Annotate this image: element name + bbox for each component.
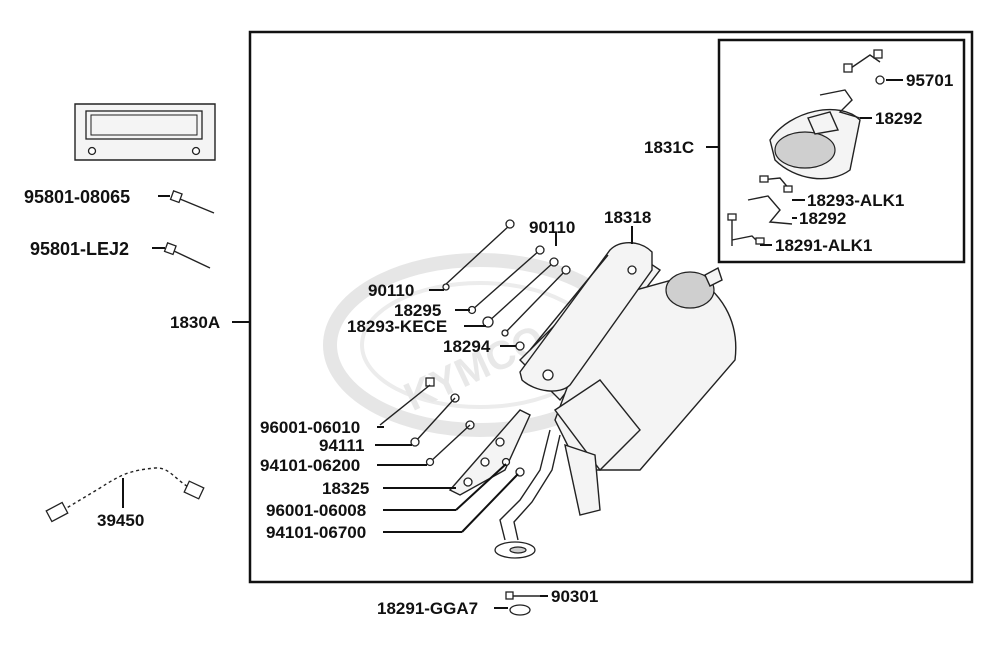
label-18294: 18294: [443, 337, 491, 356]
bolt-95801-08065: [169, 190, 215, 214]
label-18293-kece: 18293-KECE: [347, 317, 447, 336]
lower-fasteners: [379, 377, 525, 477]
label-90301: 90301: [551, 587, 598, 606]
main-assembly-frame: [248, 30, 974, 584]
label-95801-lej2: 95801-LEJ2: [30, 239, 129, 259]
label-96001-06010: 96001-06010: [260, 418, 360, 437]
label-1830a: 1830A: [170, 313, 220, 332]
clip-18292-top: [819, 89, 861, 119]
label-18295: 18295: [394, 301, 441, 320]
label-94111: 94111: [319, 436, 364, 455]
clip-18292-mid: [747, 195, 793, 225]
label-94101-06200: 94101-06200: [260, 456, 360, 475]
heat-shield-inset-frame: [717, 38, 966, 264]
o2-sensor-39450: [45, 466, 205, 523]
leader-lines: [122, 79, 903, 609]
label-18292-mid: 18292: [799, 209, 846, 228]
label-94101-06700: 94101-06700: [266, 523, 366, 542]
label-95801-08065: 95801-08065: [24, 187, 130, 207]
label-90110-lower: 90110: [368, 281, 414, 300]
clip-18291-alk1: [727, 213, 765, 246]
shield-plate: [74, 103, 216, 161]
heat-shield-18325: [448, 409, 531, 496]
label-90110-upper: 90110: [529, 218, 575, 237]
bolt-95801-lej2: [163, 242, 211, 269]
label-18325: 18325: [322, 479, 369, 498]
bracket-95701: [843, 49, 885, 85]
part-labels: 95801-08065 95801-LEJ2 1830A 39450 1831C…: [24, 71, 953, 618]
label-18292-top: 18292: [875, 109, 922, 128]
label-1831c: 1831C: [644, 138, 694, 157]
label-18291-alk1: 18291-ALK1: [775, 236, 872, 255]
label-96001-06008: 96001-06008: [266, 501, 366, 520]
label-18291-gga7: 18291-GGA7: [377, 599, 478, 618]
upper-fasteners: [442, 219, 571, 351]
inset-heat-cover: [727, 49, 885, 246]
label-39450: 39450: [97, 511, 144, 530]
bottom-fasteners: [505, 591, 540, 616]
label-95701: 95701: [906, 71, 953, 90]
label-18293-alk1: 18293-ALK1: [807, 191, 904, 210]
label-18318: 18318: [604, 208, 651, 227]
clip-18293-alk1: [759, 175, 793, 193]
heat-shield-18318: [519, 242, 653, 392]
